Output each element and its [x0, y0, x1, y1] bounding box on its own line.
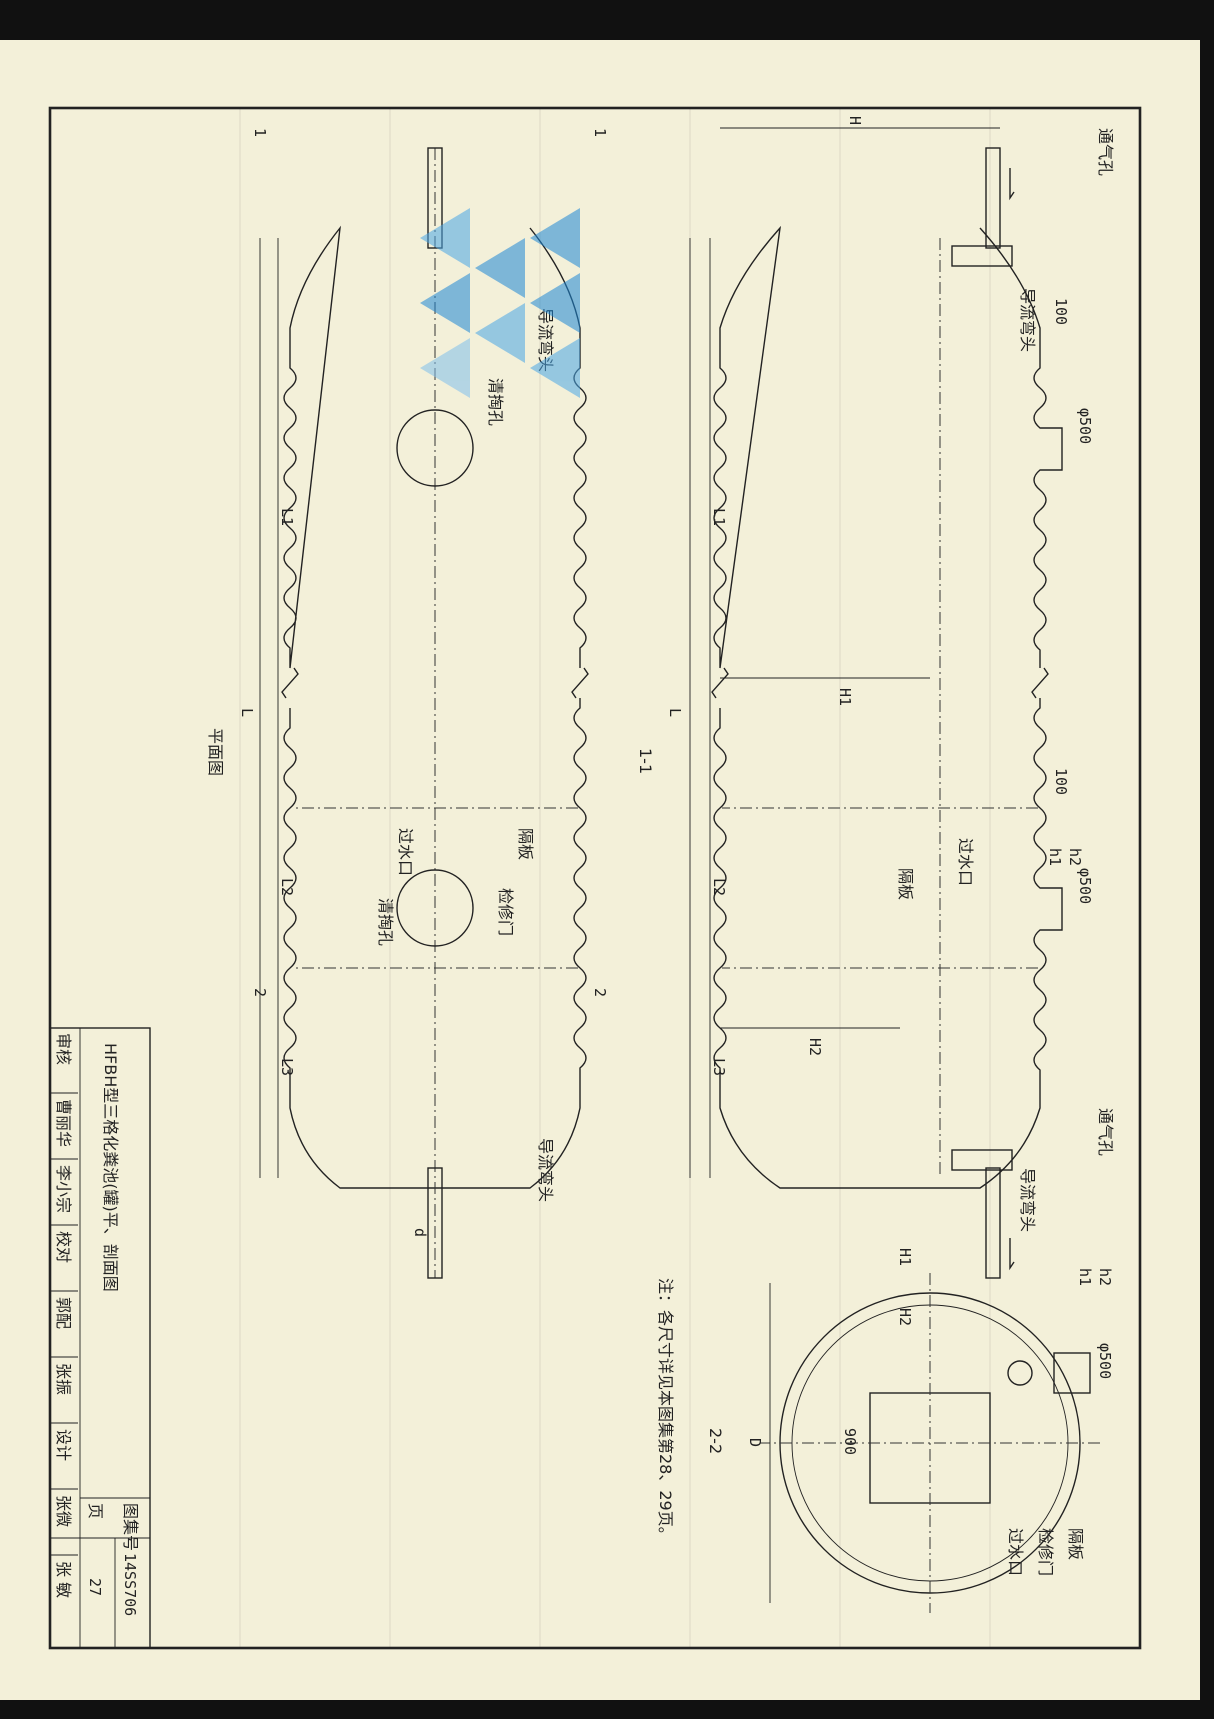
plan-dim-L-text: L	[238, 708, 256, 717]
label-elbow-right: 导流弯头	[1018, 1168, 1037, 1232]
signature-cell: 李小宗	[54, 1165, 73, 1213]
dim-phi500-b: φ500	[1076, 868, 1094, 904]
cut-mark-1a: 1	[591, 128, 609, 137]
dim-100-a: 100	[1052, 298, 1070, 325]
section-2-2-pipe	[1007, 1360, 1033, 1386]
signature-cell: 张微	[54, 1495, 73, 1527]
label-partition: 隔板	[896, 868, 915, 900]
signature-cell: 郭配	[54, 1297, 73, 1329]
plan-label-clean-hole-left: 清掏孔	[486, 378, 505, 426]
dim-h2: h2	[1066, 848, 1084, 866]
plan-inlet-pipe	[427, 147, 443, 249]
general-note: 注：各尺寸详见本图集第28、29页。	[656, 1278, 675, 1543]
break-mark-bottom	[711, 667, 729, 699]
dim-h1: h1	[1046, 848, 1064, 866]
dim-phi500-a: φ500	[1076, 408, 1094, 444]
plan-clean-hole-left	[396, 409, 474, 487]
s22-dim-h2: h2	[1096, 1268, 1114, 1286]
section-1-1-title: 1-1	[636, 748, 655, 774]
page-label: 页	[86, 1503, 105, 1519]
plan-view: 导流弯头 导流弯头 清掏孔 清掏孔 检修门 隔板 过水口 L1 L2 L3 L …	[206, 128, 609, 1279]
label-vent-left: 通气孔	[1096, 128, 1115, 176]
s22-label-overflow: 过水口	[1006, 1528, 1025, 1576]
inlet-elbow	[951, 245, 1013, 267]
cut-mark-2b: 2	[251, 988, 269, 997]
outlet-elbow	[951, 1149, 1013, 1171]
drawing-sheet: 通气孔 通气孔 导流弯头 导流弯头 过水口 隔板 φ500 φ500 100 1…	[0, 40, 1200, 1700]
s22-label-access-door: 检修门	[1036, 1528, 1055, 1576]
plan-label-clean-hole-right: 清掏孔	[376, 898, 395, 946]
dim-L2: L2	[710, 878, 728, 896]
flow-arrow-out	[1009, 1238, 1015, 1271]
plan-dim-d-text: d	[411, 1228, 429, 1237]
dim-H2: H2	[806, 1038, 824, 1056]
s22-label-partition: 隔板	[1066, 1528, 1085, 1560]
plan-dim-L2-text: L2	[278, 878, 296, 896]
atlas-label: 图集号	[121, 1503, 140, 1551]
section-2-2-title: 2-2	[706, 1428, 725, 1454]
label-overflow: 过水口	[956, 838, 975, 886]
background-grid	[239, 108, 991, 1648]
plan-outlet-pipe	[427, 1167, 443, 1279]
plan-label-partition: 隔板	[516, 828, 535, 860]
cut-mark-2a: 2	[591, 988, 609, 997]
title-block: HFBH型三格化粪池(罐)平、剖面图 图集号 14SS706 页 27 审核曹丽…	[49, 1027, 151, 1649]
plan-label-access-door: 检修门	[496, 888, 515, 936]
plan-label-overflow: 过水口	[396, 828, 415, 876]
break-mark-top	[1031, 667, 1049, 699]
watermark-logo	[420, 208, 580, 398]
title-block-frame	[49, 1027, 151, 1649]
inlet-pipe	[985, 147, 1001, 249]
plan-dim-L1-text: L1	[278, 508, 296, 526]
plan-tank-outline	[283, 225, 587, 1189]
section-1-1: 通气孔 通气孔 导流弯头 导流弯头 过水口 隔板 φ500 φ500 100 1…	[636, 116, 1115, 1279]
dim-H1: H1	[836, 688, 854, 706]
s22-dim-H2: H2	[896, 1308, 914, 1326]
signature-cell: 曹丽华	[54, 1099, 73, 1147]
signature-cell: 审核	[54, 1033, 73, 1065]
label-elbow-left: 导流弯头	[1018, 288, 1037, 352]
signature-cell: 张 敏	[54, 1561, 73, 1598]
rotated-drawing: 通气孔 通气孔 导流弯头 导流弯头 过水口 隔板 φ500 φ500 100 1…	[48, 106, 1142, 1650]
atlas-number: 14SS706	[121, 1553, 139, 1616]
signature-cell: 张振	[54, 1363, 73, 1395]
drawing-frame	[48, 106, 1142, 1650]
signature-cell: 设计	[54, 1429, 73, 1461]
s22-dim-phi500: φ500	[1096, 1343, 1114, 1379]
s22-dim-H1: H1	[896, 1248, 914, 1266]
s22-dim-h1: h1	[1076, 1268, 1094, 1286]
drawing-title: HFBH型三格化粪池(罐)平、剖面图	[101, 1043, 120, 1292]
plan-title: 平面图	[206, 728, 225, 776]
outlet-pipe	[985, 1167, 1001, 1279]
plan-access-door	[396, 869, 474, 947]
tank-1-1-outline	[713, 225, 1063, 1189]
section-2-2: 隔板 检修门 过水口 φ500 900 D h2 h1 H1 H2 2-2	[706, 1248, 1114, 1613]
dim-L1: L1	[710, 508, 728, 526]
plan-dim-L3-text: L3	[278, 1058, 296, 1076]
dim-H: H	[846, 116, 864, 125]
signature-cell: 校对	[54, 1231, 73, 1263]
section-2-2-neck	[1053, 1352, 1091, 1394]
dim-L: L	[666, 708, 684, 717]
cut-mark-1b: 1	[251, 128, 269, 137]
s22-dim-D: D	[746, 1438, 764, 1447]
plan-label-elbow-right: 导流弯头	[536, 1138, 555, 1202]
dim-100-b: 100	[1052, 768, 1070, 795]
plan-break-bottom	[281, 667, 299, 699]
flow-arrow-in	[1009, 168, 1015, 201]
s22-dim-900: 900	[841, 1428, 859, 1455]
label-vent-right: 通气孔	[1096, 1108, 1115, 1156]
plan-break-top	[571, 667, 589, 699]
page-number: 27	[86, 1578, 104, 1596]
drawing-canvas: 通气孔 通气孔 导流弯头 导流弯头 过水口 隔板 φ500 φ500 100 1…	[48, 106, 1142, 1650]
dim-L3: L3	[710, 1058, 728, 1076]
